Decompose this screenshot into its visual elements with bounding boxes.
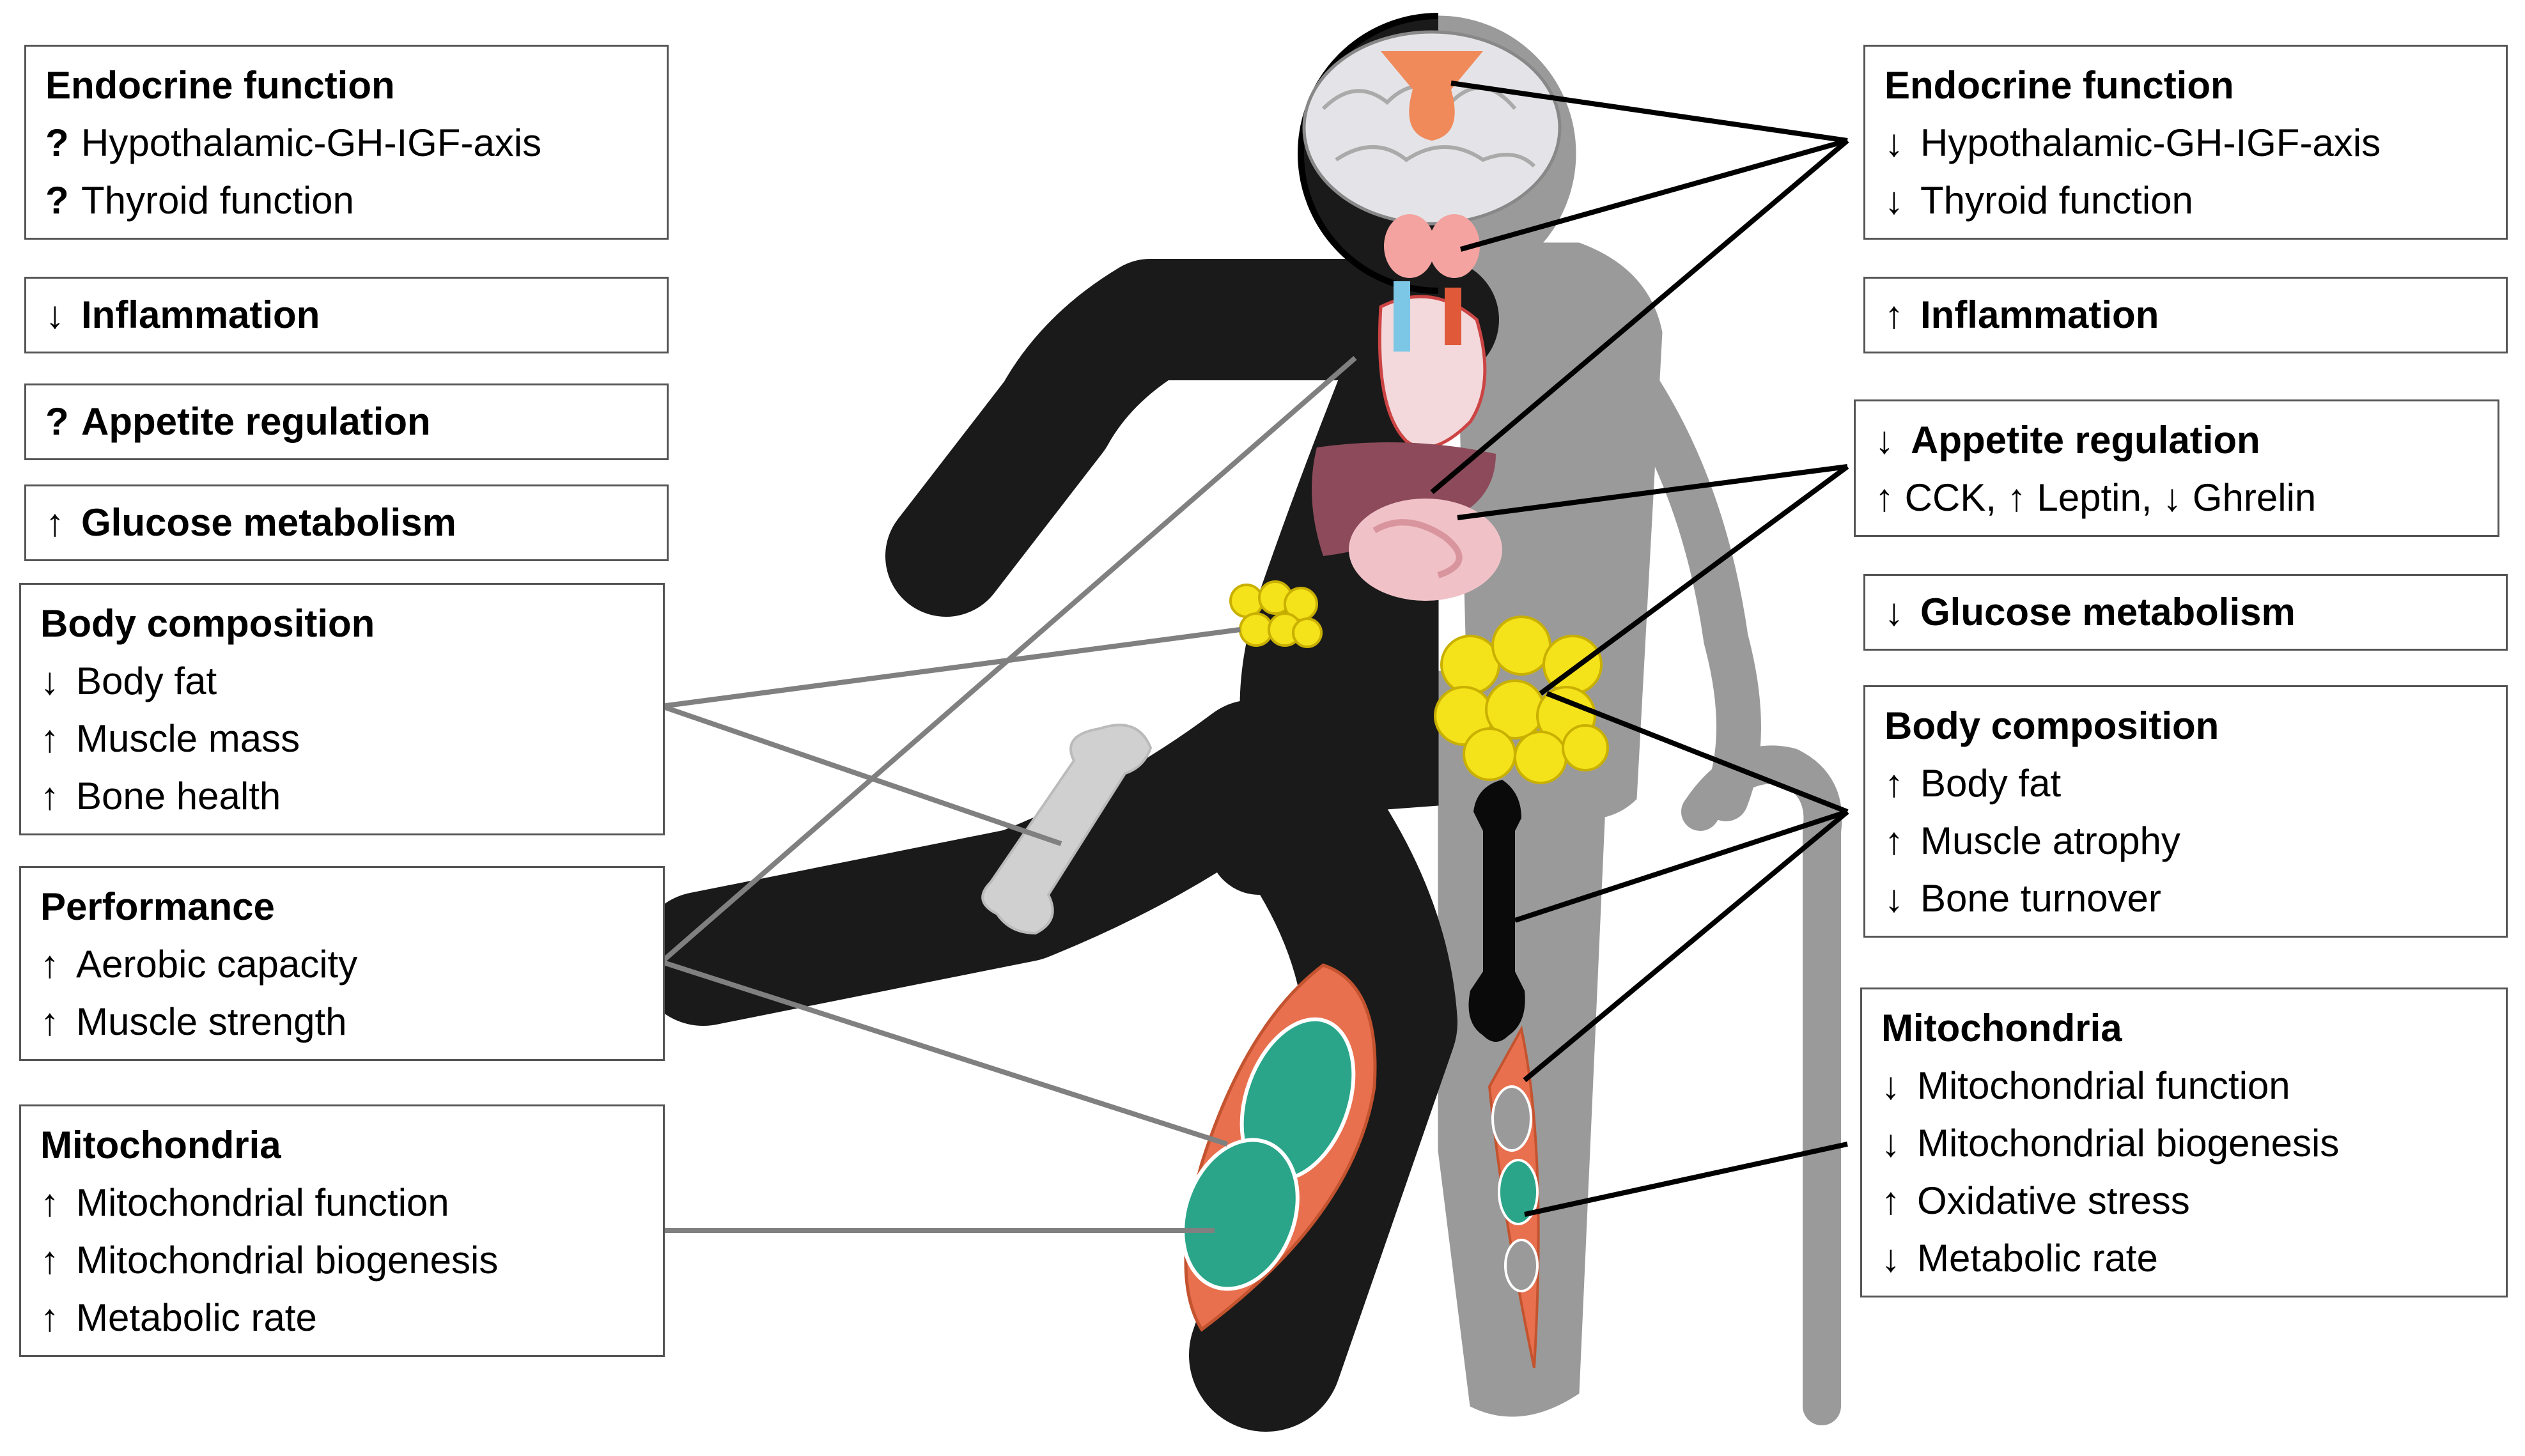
right-glucose-box: ↓Glucose metabolism [1863, 574, 2508, 651]
right-mitochondria-item: ↑Oxidative stress [1881, 1179, 2190, 1222]
left-endocrine-item: ?Thyroid function [45, 179, 354, 222]
right-body-composition-item: ↑Muscle atrophy [1884, 819, 2180, 862]
left-glucose-box: ↑Glucose metabolism [24, 484, 669, 561]
right-endocrine-item: ↓Thyroid function [1884, 179, 2193, 222]
left-body-composition-title: Body composition [40, 602, 375, 645]
elderly-figure [1438, 15, 1842, 1425]
left-appetite-box: ?Appetite regulation [24, 383, 669, 460]
left-inflammation-box: ↓Inflammation [24, 277, 669, 353]
left-mitochondria-item: ↑Mitochondrial function [40, 1181, 449, 1224]
right-endocrine-box: Endocrine function ↓Hypothalamic-GH-IGF-… [1863, 45, 2508, 240]
left-performance-box: Performance ↑Aerobic capacity ↑Muscle st… [19, 866, 665, 1061]
left-body-composition-box: Body composition ↓Body fat ↑Muscle mass … [19, 583, 665, 835]
bone-elderly [1468, 780, 1525, 1042]
fat-cells-runner [1229, 580, 1323, 648]
right-inflammation-title: Inflammation [1920, 293, 2159, 336]
bone-runner [981, 724, 1153, 935]
connectors-right [1430, 81, 1849, 1217]
right-endocrine-title: Endocrine function [1884, 64, 2234, 107]
right-appetite-detail: ↑ CCK, ↑ Leptin, ↓ Ghrelin [1875, 476, 2317, 519]
connectors-left [660, 355, 1357, 1233]
right-mitochondria-title: Mitochondria [1881, 1007, 2122, 1049]
left-body-composition-item: ↑Bone health [40, 775, 281, 817]
right-mitochondria-item: ↓Mitochondrial function [1881, 1064, 2290, 1107]
left-endocrine-box: Endocrine function ?Hypothalamic-GH-IGF-… [24, 45, 669, 240]
right-mitochondria-box: Mitochondria ↓Mitochondrial function ↓Mi… [1860, 987, 2508, 1297]
right-inflammation-box: ↑Inflammation [1863, 277, 2508, 353]
right-glucose-title: Glucose metabolism [1920, 591, 2296, 633]
left-mitochondria-box: Mitochondria ↑Mitochondrial function ↑Mi… [19, 1104, 665, 1357]
right-body-composition-title: Body composition [1884, 704, 2219, 747]
right-mitochondria-item: ↓Metabolic rate [1881, 1237, 2158, 1280]
right-body-composition-item: ↑Body fat [1884, 762, 2062, 805]
left-endocrine-title: Endocrine function [45, 64, 395, 107]
muscle-runner [1181, 963, 1377, 1332]
left-performance-item: ↑Muscle strength [40, 1000, 347, 1043]
pituitary-gland [1381, 51, 1483, 141]
left-performance-item: ↑Aerobic capacity [40, 943, 358, 986]
fat-cells-elderly [1434, 616, 1609, 784]
right-body-composition-box: Body composition ↑Body fat ↑Muscle atrop… [1863, 685, 2508, 938]
right-mitochondria-item: ↓Mitochondrial biogenesis [1881, 1122, 2340, 1165]
right-body-composition-item: ↓Bone turnover [1884, 877, 2161, 920]
left-mitochondria-item: ↑Mitochondrial biogenesis [40, 1239, 499, 1282]
left-appetite-title: Appetite regulation [81, 400, 431, 443]
left-glucose-title: Glucose metabolism [81, 501, 456, 544]
left-mitochondria-item: ↑Metabolic rate [40, 1296, 317, 1339]
left-inflammation-title: Inflammation [81, 293, 320, 336]
muscle-elderly [1488, 1025, 1540, 1368]
left-performance-title: Performance [40, 885, 275, 928]
left-body-composition-item: ↑Muscle mass [40, 717, 300, 760]
intestines [1349, 499, 1502, 601]
heart [1378, 281, 1487, 449]
thyroid [1384, 214, 1480, 278]
left-body-composition-item: ↓Body fat [40, 660, 217, 702]
right-appetite-box: ↓Appetite regulation ↑ CCK, ↑ Leptin, ↓ … [1854, 399, 2499, 537]
right-endocrine-item: ↓Hypothalamic-GH-IGF-axis [1884, 121, 2381, 164]
left-endocrine-item: ?Hypothalamic-GH-IGF-axis [45, 121, 542, 164]
left-mitochondria-title: Mitochondria [40, 1124, 281, 1166]
right-appetite-title: Appetite regulation [1911, 419, 2260, 461]
